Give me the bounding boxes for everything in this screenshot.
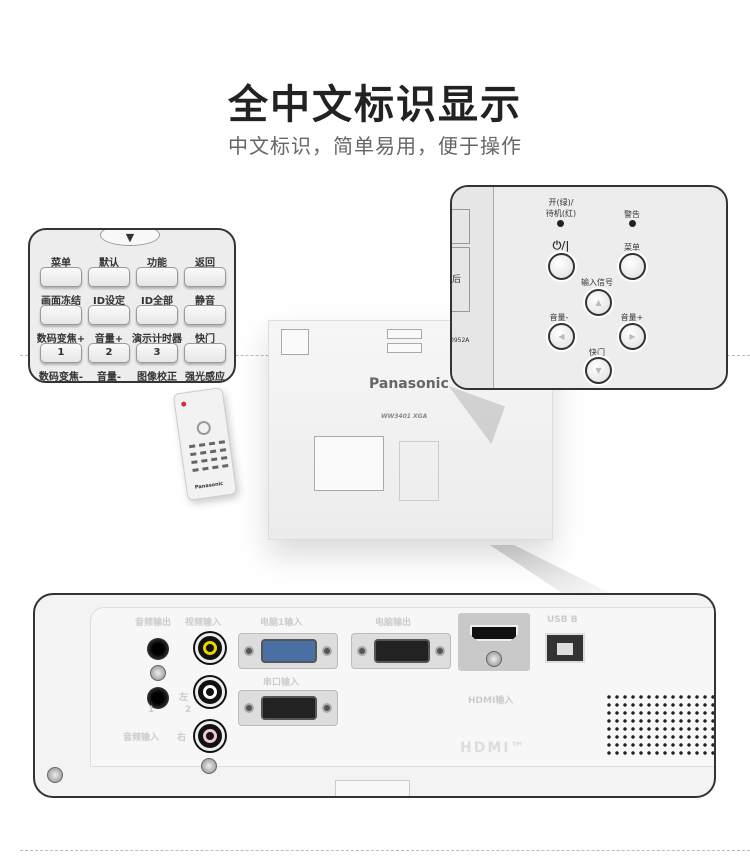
- remote-key-label: 音量-: [96, 372, 122, 383]
- audio-out-jack: [147, 638, 169, 660]
- remote-control-image: Panasonic: [172, 387, 238, 501]
- projector-brand: Panasonic: [369, 376, 449, 392]
- usb-b-port: [545, 633, 585, 663]
- shutter-down-button[interactable]: ▼: [585, 357, 612, 384]
- rear-ports-callout: 音频输出 视频输入 电脑1输入 电脑输出 USB B 左 1 2 音频输入 右 …: [33, 593, 716, 798]
- serial-in-label: 串口输入: [263, 678, 300, 688]
- hdmi-in-label: HDMI输入: [468, 696, 514, 706]
- remote-key[interactable]: [88, 267, 130, 287]
- remote-key[interactable]: [136, 267, 178, 287]
- input-up-button[interactable]: ▲: [585, 289, 612, 316]
- remote-key-label: 默认: [99, 258, 119, 269]
- power-button[interactable]: [548, 253, 575, 280]
- menu-label: 菜单: [624, 243, 640, 252]
- remote-key[interactable]: [40, 305, 82, 325]
- hdmi-in-port: [458, 613, 530, 671]
- remote-key[interactable]: [40, 267, 82, 287]
- control-panel-small: [399, 441, 439, 501]
- remote-key-label: 数码变焦+: [36, 334, 86, 345]
- audio-in-left-jack: [195, 677, 225, 707]
- remote-key-label: 强光感应: [185, 372, 225, 383]
- remote-key[interactable]: 3: [136, 343, 178, 363]
- dpad: [195, 420, 212, 436]
- page-subtitle: 中文标识，简单易用，便于操作: [228, 134, 522, 158]
- left-label: 左: [179, 693, 189, 703]
- remote-key-label: 菜单: [51, 258, 71, 269]
- remote-key[interactable]: [184, 267, 226, 287]
- power-label: ⏻/|: [552, 239, 570, 252]
- input-label: 输入信号: [581, 278, 613, 287]
- remote-key-label: 画面冻结: [41, 296, 81, 307]
- remote-key[interactable]: [40, 381, 82, 383]
- remote-key[interactable]: [136, 305, 178, 325]
- screw: [47, 767, 63, 783]
- remote-key[interactable]: [88, 381, 130, 383]
- menu-button[interactable]: [619, 253, 646, 280]
- vol-down-button[interactable]: ◀: [548, 323, 575, 350]
- divider: [20, 850, 750, 851]
- remote-key[interactable]: [136, 381, 178, 383]
- panel-side: 后 0952A: [450, 187, 494, 388]
- usb-b-label: USB B: [547, 615, 578, 625]
- remote-key-label: ID设定: [92, 296, 126, 307]
- remote-key-label: 静音: [195, 296, 215, 307]
- audio-out-jack-2: [147, 687, 169, 709]
- one-label: 1: [148, 705, 155, 715]
- arrow-down-key: ▼: [100, 230, 160, 246]
- port-sticker: [387, 343, 422, 353]
- computer1-in-label: 电脑1输入: [260, 618, 303, 628]
- control-panel-callout: 后 0952A 开(绿)/ 待机(红) 警告 ⏻/| 菜单 输入信号 ▲ 音量-…: [450, 185, 728, 390]
- side-code: 0952A: [450, 337, 470, 344]
- page-title: 全中文标识显示: [228, 82, 522, 128]
- remote-key-label: 数码变焦-: [38, 372, 84, 383]
- power-led-label: 开(绿)/ 待机(红): [545, 198, 577, 218]
- right-label: 右: [177, 733, 187, 743]
- two-label: 2: [185, 705, 192, 715]
- remote-key-label: ID全部: [140, 296, 174, 307]
- remote-key[interactable]: [184, 305, 226, 325]
- audio-out-label: 音频输出: [135, 618, 172, 628]
- remote-key-label: 功能: [147, 258, 167, 269]
- remote-key-label: 音量+: [94, 334, 124, 345]
- remote-key[interactable]: [184, 343, 226, 363]
- vol-down-label: 音量-: [549, 313, 569, 322]
- speaker-grille: [605, 693, 714, 758]
- remote-key[interactable]: 2: [88, 343, 130, 363]
- remote-brand: Panasonic: [194, 480, 224, 491]
- serial-in-port: [238, 690, 338, 726]
- projector-model: WW3401 XGA: [381, 413, 428, 420]
- foot-tab: [335, 780, 410, 796]
- side-text: 后: [452, 275, 462, 285]
- remote-key[interactable]: [88, 305, 130, 325]
- callout-pointer: [490, 545, 610, 593]
- video-in-label: 视频输入: [185, 618, 222, 628]
- remote-key-label: 图像校正: [137, 372, 177, 383]
- remote-key-label: 返回: [195, 258, 215, 269]
- hdmi-logo: HDMI™: [460, 740, 527, 756]
- warning-led-label: 警告: [624, 210, 640, 219]
- shutter-label: 快门: [589, 348, 605, 357]
- remote-key[interactable]: 1: [40, 343, 82, 363]
- computer-out-port: [351, 633, 451, 669]
- power-key: [180, 401, 187, 407]
- remote-key[interactable]: [184, 381, 226, 383]
- power-led: [557, 220, 564, 227]
- audio-in-label: 音频输入: [123, 733, 160, 743]
- video-in-jack: [195, 633, 225, 663]
- vol-up-label: 音量+: [620, 313, 644, 322]
- vol-up-button[interactable]: ▶: [619, 323, 646, 350]
- warning-led: [629, 220, 636, 227]
- remote-key-label: 演示计时器: [132, 334, 182, 345]
- caution-sticker: [314, 436, 384, 491]
- audio-in-right-jack: [195, 721, 225, 751]
- port-sticker: [387, 329, 422, 339]
- computer-out-label: 电脑输出: [375, 618, 412, 628]
- laser-sticker: [281, 329, 309, 355]
- computer1-in-port: [238, 633, 338, 669]
- remote-key-label: 快门: [195, 334, 215, 345]
